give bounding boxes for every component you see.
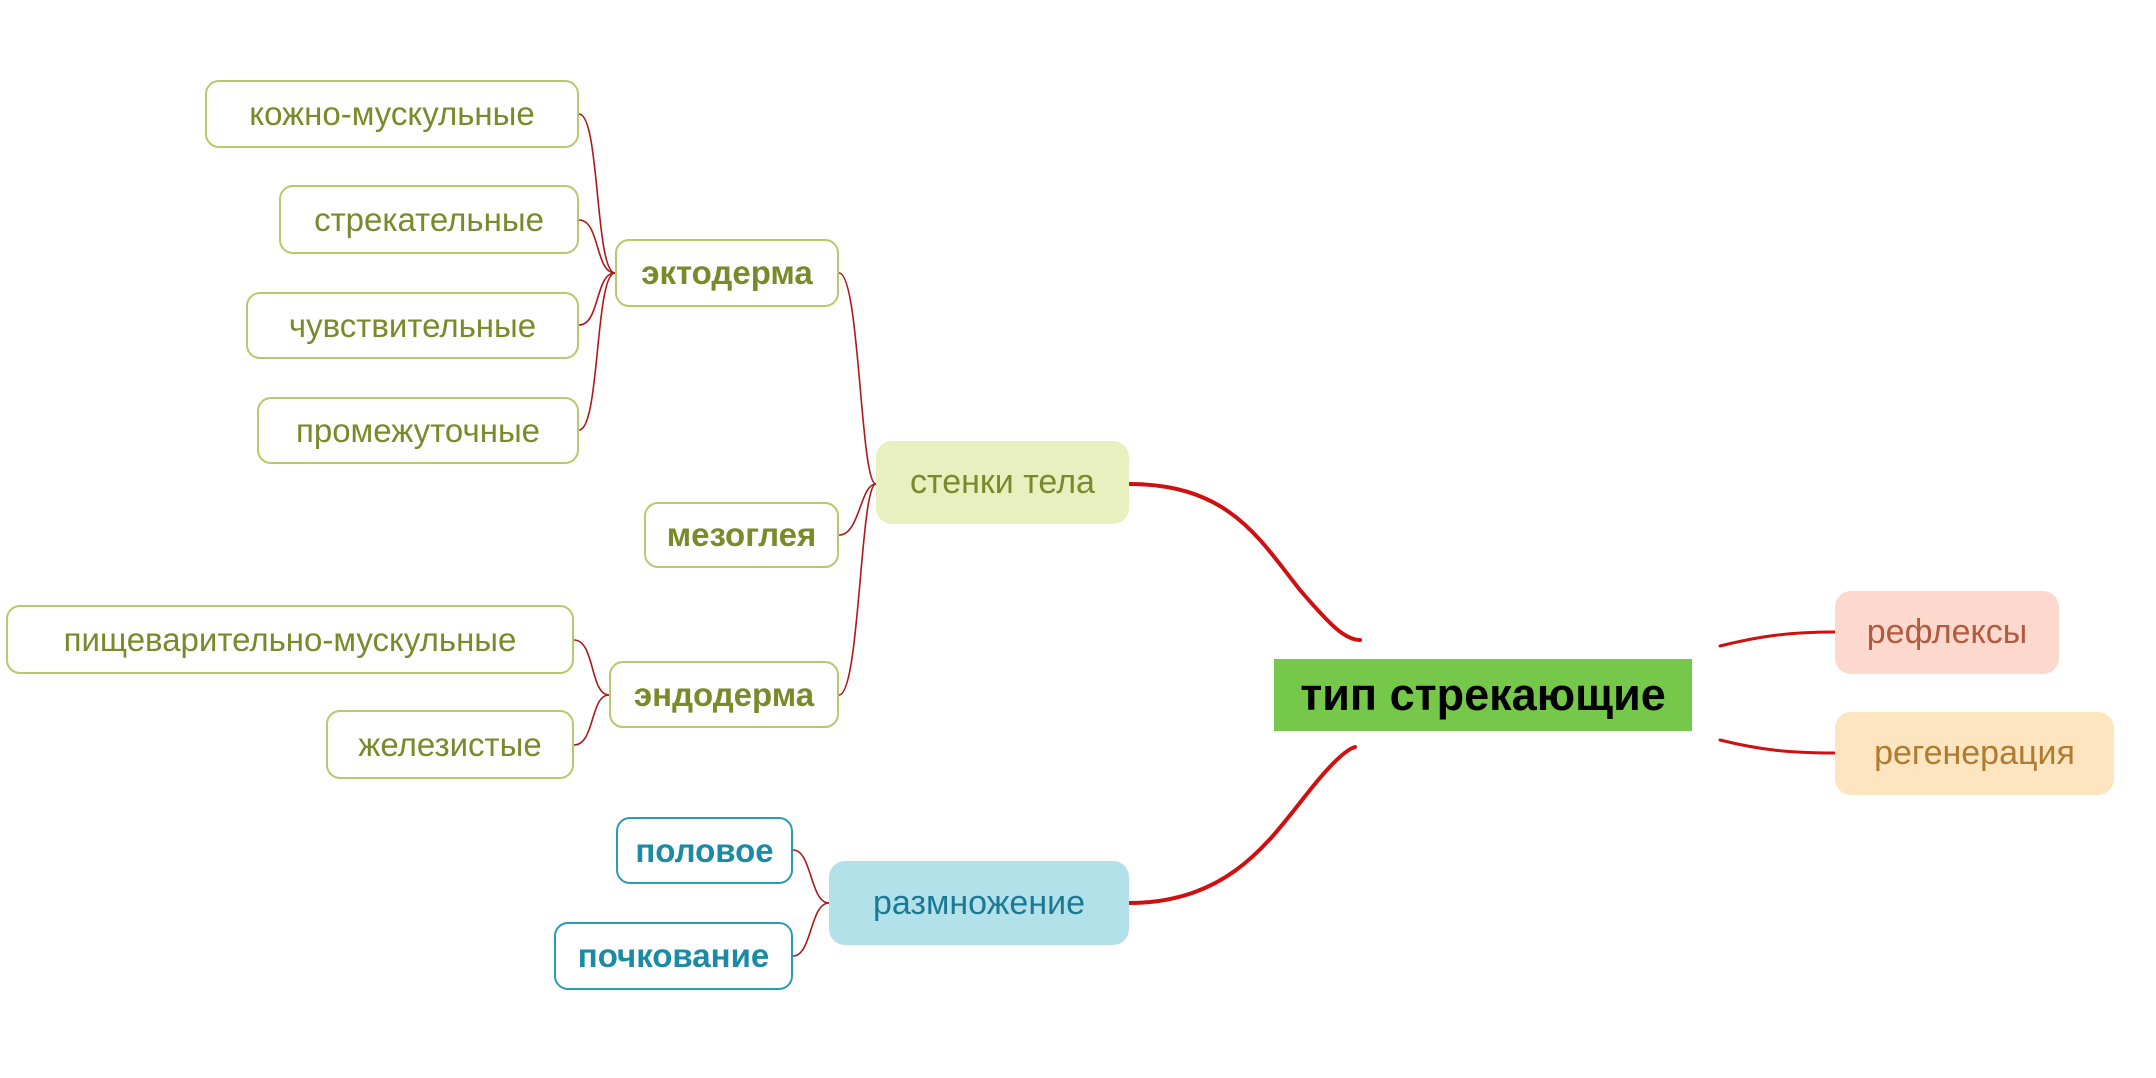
topic-reflexes[interactable]: рефлексы: [1835, 591, 2059, 674]
topic-reproduction[interactable]: размножение: [829, 861, 1129, 945]
topic-skin-muscle-cells[interactable]: кожно-мускульные: [205, 80, 579, 148]
link-center-walls: [1127, 482, 1362, 642]
topic-glandular-cells[interactable]: железистые: [326, 710, 574, 779]
topic-budding[interactable]: почкование: [554, 922, 793, 990]
topic-intermediate-cells[interactable]: промежуточные: [257, 397, 579, 464]
central-topic[interactable]: тип стрекающие: [1274, 659, 1692, 731]
topic-regeneration[interactable]: регенерация: [1835, 712, 2114, 795]
topic-stinging-cells[interactable]: стрекательные: [279, 185, 579, 254]
topic-mesoglea[interactable]: мезоглея: [644, 502, 839, 568]
topic-ectoderm[interactable]: эктодерма: [615, 239, 839, 307]
topic-digestive-muscle-cells[interactable]: пищеварительно-мускульные: [6, 605, 574, 674]
topic-endoderm[interactable]: эндодерма: [609, 661, 839, 728]
link-center-reproduction: [1127, 745, 1357, 905]
topic-sexual-reproduction[interactable]: половое: [616, 817, 793, 884]
topic-sensory-cells[interactable]: чувствительные: [246, 292, 579, 359]
topic-body-walls[interactable]: стенки тела: [876, 441, 1129, 524]
link-center-reflexes: [1718, 630, 1837, 648]
link-center-regeneration: [1718, 738, 1837, 755]
